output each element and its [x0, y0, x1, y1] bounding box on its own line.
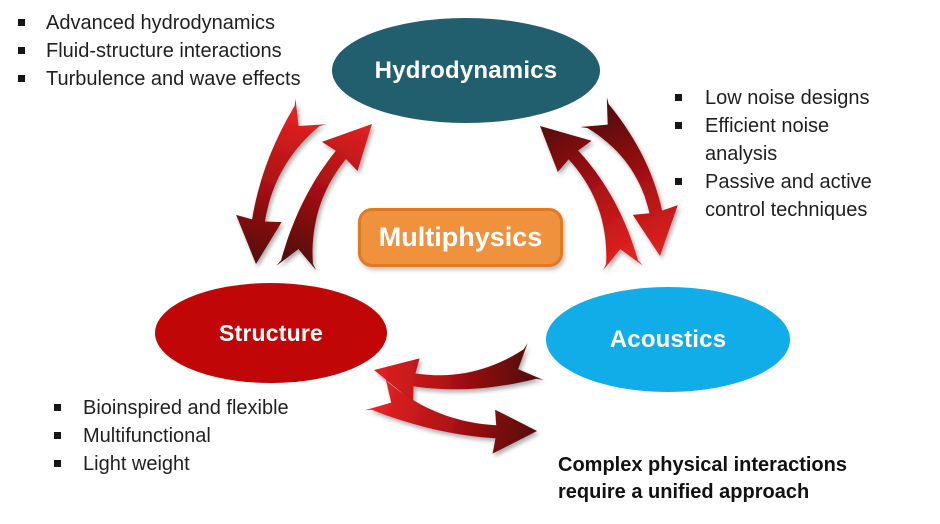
- bullet-item-label: Light weight: [83, 453, 190, 475]
- square-bullet-icon: [54, 460, 61, 467]
- node-hydrodynamics: Hydrodynamics: [332, 18, 600, 123]
- caption-text: Complex physical interactions require a …: [558, 454, 847, 503]
- hydrodynamics-bullet-list: Advanced hydrodynamics Fluid-structure i…: [18, 9, 348, 93]
- square-bullet-icon: [54, 404, 61, 411]
- arrow-structure-to-acoustics: [364, 375, 537, 454]
- arrow-acoustics-to-structure: [374, 343, 544, 402]
- bullet-item: Multifunctional: [54, 422, 374, 450]
- bullet-item: Light weight: [54, 450, 374, 478]
- arrow-acoustics-to-hydro: [540, 126, 643, 271]
- node-label: Acoustics: [609, 325, 727, 353]
- square-bullet-icon: [18, 19, 25, 26]
- node-acoustics: Acoustics: [546, 287, 790, 392]
- structure-bullet-list: Bioinspired and flexible Multifunctional…: [54, 394, 374, 478]
- bullet-item: Efficient noise analysis: [675, 112, 899, 168]
- square-bullet-icon: [675, 94, 682, 101]
- square-bullet-icon: [18, 47, 25, 54]
- arrow-hydro-to-structure: [236, 98, 327, 264]
- bullet-item-label: Passive and active control techniques: [705, 171, 872, 221]
- node-label: Structure: [218, 319, 324, 346]
- bullet-item: Advanced hydrodynamics: [18, 9, 348, 37]
- bullet-item-label: Bioinspired and flexible: [83, 397, 289, 419]
- square-bullet-icon: [18, 75, 25, 82]
- bullet-item: Turbulence and wave effects: [18, 65, 348, 93]
- center-label: Multiphysics: [378, 222, 543, 252]
- bullet-item: Fluid-structure interactions: [18, 37, 348, 65]
- bullet-item-label: Advanced hydrodynamics: [46, 12, 276, 34]
- square-bullet-icon: [675, 122, 682, 129]
- bullet-item: Bioinspired and flexible: [54, 394, 374, 422]
- center-multiphysics-box: Multiphysics: [358, 208, 563, 267]
- bullet-item: Low noise designs: [675, 84, 899, 112]
- bullet-item-label: Low noise designs: [705, 87, 870, 109]
- bullet-item-label: Multifunctional: [83, 425, 211, 447]
- bullet-item-label: Turbulence and wave effects: [46, 68, 301, 90]
- arrow-structure-to-hydro: [276, 124, 372, 271]
- acoustics-bullet-list: Low noise designs Efficient noise analys…: [675, 84, 899, 224]
- bullet-item-label: Efficient noise analysis: [705, 115, 830, 165]
- arrow-hydro-to-acoustics: [580, 97, 678, 256]
- node-label: Hydrodynamics: [374, 56, 558, 84]
- bullet-item: Passive and active control techniques: [675, 168, 899, 224]
- node-structure: Structure: [155, 283, 387, 383]
- bullet-item-label: Fluid-structure interactions: [46, 40, 282, 62]
- square-bullet-icon: [54, 432, 61, 439]
- square-bullet-icon: [675, 178, 682, 185]
